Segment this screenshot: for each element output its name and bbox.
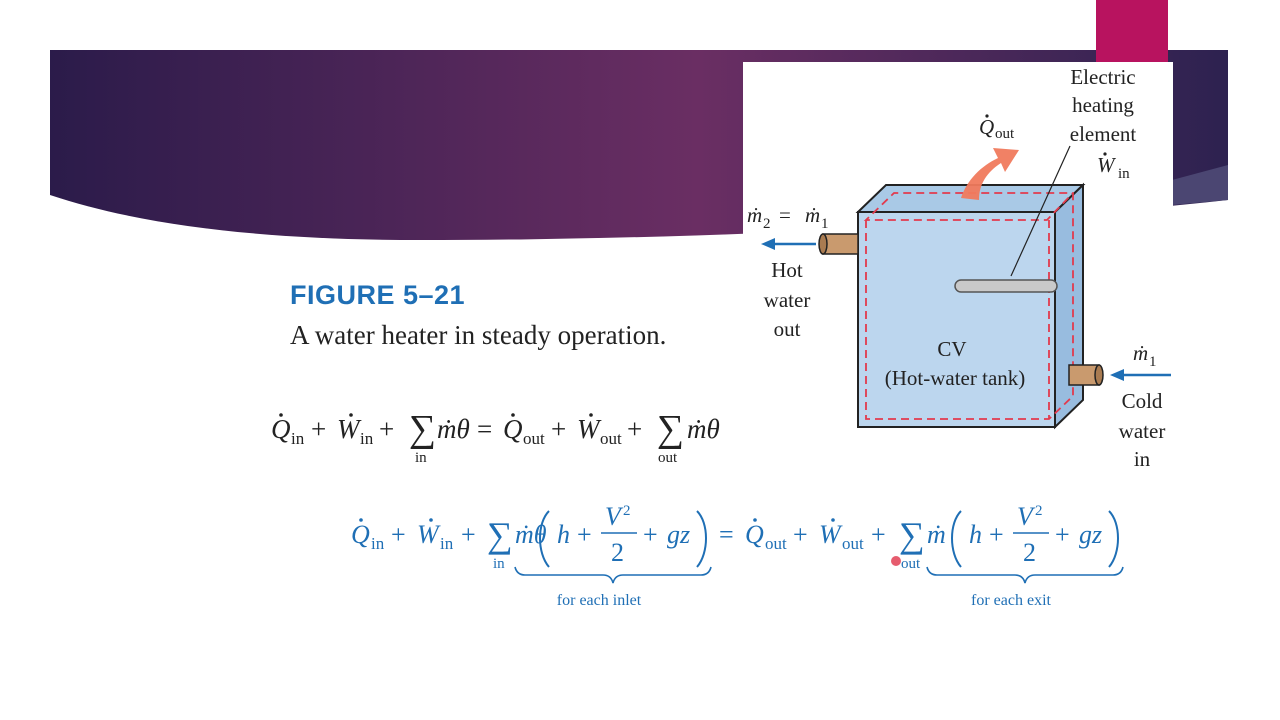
svg-text:h: h — [557, 520, 570, 549]
svg-text:+: + — [627, 414, 642, 444]
energy-balance-equation-general: Q in + W in + ∑ in ṁθ = Q out + W out + … — [271, 408, 720, 466]
cv-label: CV — [937, 337, 966, 361]
tank-label: (Hot-water tank) — [885, 366, 1026, 390]
svg-text:in: in — [440, 534, 454, 553]
electric-label-2: heating — [1072, 93, 1134, 117]
inlet-label: for each inlet — [557, 592, 642, 609]
w-in-symbol: W — [1097, 153, 1117, 177]
svg-text:2: 2 — [1023, 538, 1036, 567]
heating-element-leader — [1010, 145, 1071, 277]
svg-text:+: + — [871, 520, 886, 549]
water-heater-diagram: Electric heating element W in Q out ṁ 2 … — [743, 62, 1173, 482]
svg-text:+: + — [793, 520, 808, 549]
svg-text:gz: gz — [1079, 520, 1102, 549]
hot-water-pipe — [822, 233, 859, 255]
svg-text:W: W — [337, 414, 362, 444]
banner-corner-accent — [1172, 165, 1228, 205]
exit-underbrace — [926, 566, 1124, 584]
svg-text:Q: Q — [271, 414, 291, 444]
svg-text:out: out — [658, 450, 678, 466]
svg-text:Q: Q — [503, 414, 523, 444]
svg-text:V: V — [1017, 502, 1036, 531]
svg-text:+: + — [379, 414, 394, 444]
m2-symbol: ṁ — [747, 203, 762, 227]
svg-text:∑: ∑ — [487, 515, 513, 555]
heat-out-arrow — [961, 148, 1019, 200]
m1-subscript-bottom: 1 — [1149, 354, 1157, 370]
svg-text:in: in — [371, 534, 385, 553]
svg-text:V: V — [605, 502, 624, 531]
hot-label-1: Hot — [771, 258, 803, 282]
m1-subscript-top: 1 — [821, 216, 829, 232]
m2-equals: = — [779, 203, 791, 227]
q-out-subscript: out — [995, 126, 1015, 142]
m2-subscript: 2 — [763, 216, 771, 232]
tank-front-face — [857, 211, 1056, 428]
svg-text:=: = — [719, 520, 734, 549]
cold-label-1: Cold — [1122, 389, 1163, 413]
w-in-subscript: in — [1118, 166, 1130, 182]
svg-text:∑: ∑ — [409, 408, 436, 450]
svg-text:h: h — [969, 520, 982, 549]
svg-text:+: + — [461, 520, 476, 549]
svg-text:+: + — [643, 520, 658, 549]
svg-text:W: W — [819, 520, 843, 549]
svg-text:in: in — [415, 450, 427, 466]
tank-side-face — [1054, 182, 1084, 430]
hot-label-3: out — [774, 317, 801, 341]
electric-label-3: element — [1070, 122, 1137, 146]
svg-text:out: out — [600, 429, 622, 448]
svg-text:2: 2 — [1035, 503, 1043, 519]
hot-label-2: water — [764, 288, 811, 312]
svg-text:+: + — [577, 520, 592, 549]
cold-label-3: in — [1134, 447, 1151, 471]
svg-text:out: out — [842, 534, 864, 553]
svg-text:2: 2 — [623, 503, 631, 519]
cv-boundary — [863, 192, 1074, 420]
accent-bar — [1096, 0, 1168, 62]
q-out-symbol: Q — [979, 115, 994, 139]
svg-text:ṁθ: ṁθ — [687, 414, 720, 444]
figure-caption: A water heater in steady operation. — [290, 320, 667, 350]
m1-symbol-top: ṁ — [805, 203, 820, 227]
svg-text:Q: Q — [745, 520, 764, 549]
energy-balance-equation-expanded: Q in + W in + ∑ in ṁθ h + V 2 2 + gz = Q… — [351, 502, 1124, 609]
svg-text:W: W — [417, 520, 441, 549]
svg-text:2: 2 — [611, 538, 624, 567]
svg-text:in: in — [493, 556, 505, 572]
svg-text:ṁθ: ṁθ — [437, 414, 470, 444]
heating-element-rod — [954, 279, 1058, 293]
svg-text:out: out — [765, 534, 787, 553]
inlet-underbrace — [514, 566, 712, 584]
svg-text:+: + — [551, 414, 566, 444]
svg-text:+: + — [311, 414, 326, 444]
svg-text:in: in — [291, 429, 305, 448]
svg-text:gz: gz — [667, 520, 690, 549]
svg-text:∑: ∑ — [657, 408, 684, 450]
svg-text:in: in — [360, 429, 374, 448]
exit-label: for each exit — [971, 592, 1052, 609]
svg-text:out: out — [901, 556, 921, 572]
svg-text:+: + — [989, 520, 1004, 549]
svg-text:+: + — [1055, 520, 1070, 549]
svg-text:Q: Q — [351, 520, 370, 549]
svg-text:out: out — [523, 429, 545, 448]
mdot-exit: ṁ — [927, 520, 946, 549]
svg-text:=: = — [477, 414, 492, 444]
cursor-pointer — [891, 556, 901, 566]
svg-text:∑: ∑ — [899, 515, 925, 555]
svg-text:W: W — [577, 414, 602, 444]
electric-label-1: Electric — [1070, 65, 1135, 89]
svg-text:+: + — [391, 520, 406, 549]
cold-label-2: water — [1119, 419, 1166, 443]
figure-number: FIGURE 5–21 — [290, 280, 466, 310]
m1-symbol-bottom: ṁ — [1133, 341, 1148, 365]
